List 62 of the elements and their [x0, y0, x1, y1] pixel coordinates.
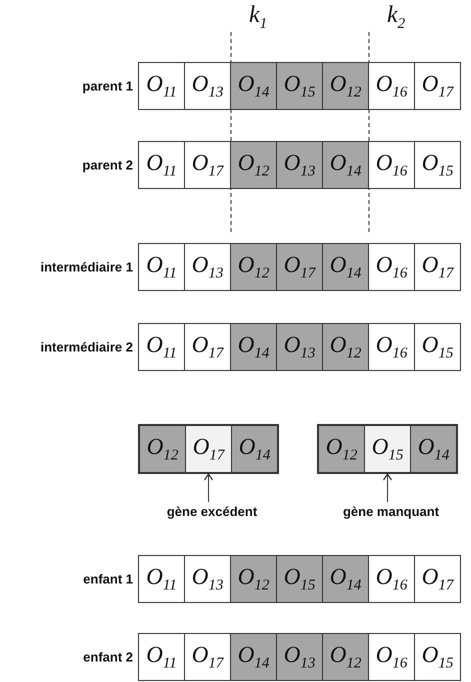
- row-label: parent 1: [82, 78, 133, 94]
- gene-cell: O$_{16}$: [368, 243, 415, 291]
- gene-cell: O$_{14}$: [231, 425, 278, 473]
- cut-point-label: k$_{2}$: [387, 2, 406, 33]
- row-label: intermédiaire 2: [40, 340, 133, 354]
- gene-cell: O$_{16}$: [368, 633, 415, 681]
- gene-cell: O$_{14}$: [230, 633, 277, 681]
- gene-cell: O$_{12}$: [318, 425, 365, 473]
- gene-cell: O$_{15}$: [414, 633, 461, 681]
- gene-cell: O$_{14}$: [322, 555, 369, 603]
- gene-cell: O$_{17}$: [276, 243, 323, 291]
- gene-cell: O$_{13}$: [276, 141, 323, 189]
- gene-cell: O$_{15}$: [364, 425, 411, 473]
- cut-point-label: k$_{1}$: [249, 2, 268, 33]
- arrow: [382, 473, 392, 502]
- gene-cell: O$_{17}$: [185, 425, 232, 473]
- row-label: intermédiaire 1: [40, 260, 133, 274]
- gene-cell: O$_{12}$: [230, 243, 277, 291]
- gene-cell: O$_{12}$: [139, 425, 186, 473]
- gene-cell: O$_{16}$: [368, 62, 415, 110]
- gene-cell: O$_{15}$: [276, 555, 323, 603]
- gene-cell: O$_{13}$: [276, 323, 323, 371]
- gene-cell: O$_{13}$: [276, 633, 323, 681]
- row-label: enfant 1: [83, 572, 133, 586]
- chromosome-row: [139, 425, 278, 473]
- gene-cell: O$_{13}$: [184, 555, 231, 603]
- gene-cell: O$_{16}$: [368, 555, 415, 603]
- gene-cell: O$_{11}$: [138, 141, 185, 189]
- gene-cell: O$_{17}$: [414, 555, 461, 603]
- gene-cell: O$_{12}$: [322, 62, 369, 110]
- gene-cell: O$_{11}$: [138, 243, 185, 291]
- row-label: parent 2: [82, 158, 133, 172]
- chromosome-row: [318, 425, 457, 473]
- gene-cell: O$_{17}$: [184, 633, 231, 681]
- gene-cell: O$_{11}$: [138, 633, 185, 681]
- annotation-text: gène excédent: [166, 504, 258, 519]
- annotation-text: gène manquant: [342, 504, 440, 519]
- gene-cell: O$_{12}$: [230, 141, 277, 189]
- gene-cell: O$_{17}$: [184, 141, 231, 189]
- gene-cell: O$_{14}$: [322, 243, 369, 291]
- gene-cell: O$_{12}$: [230, 555, 277, 603]
- gene-cell: O$_{12}$: [322, 633, 369, 681]
- gene-cell: O$_{17}$: [414, 62, 461, 110]
- gene-cell: O$_{14}$: [410, 425, 457, 473]
- row-label: enfant 2: [83, 650, 133, 664]
- gene-cell: O$_{17}$: [184, 323, 231, 371]
- gene-cell: O$_{15}$: [414, 141, 461, 189]
- gene-cell: O$_{16}$: [368, 323, 415, 371]
- gene-cell: O$_{17}$: [414, 243, 461, 291]
- gene-cell: O$_{13}$: [184, 62, 231, 110]
- gene-cell: O$_{16}$: [368, 141, 415, 189]
- gene-cell: O$_{12}$: [322, 323, 369, 371]
- arrow: [204, 473, 214, 502]
- gene-cell: O$_{14}$: [230, 323, 277, 371]
- gene-cell: O$_{11}$: [138, 323, 185, 371]
- gene-cell: O$_{14}$: [230, 62, 277, 110]
- gene-cell: O$_{15}$: [276, 62, 323, 110]
- gene-cell: O$_{11}$: [138, 62, 185, 110]
- gene-cell: O$_{15}$: [414, 323, 461, 371]
- gene-cell: O$_{13}$: [184, 243, 231, 291]
- gene-cell: O$_{11}$: [138, 555, 185, 603]
- gene-cell: O$_{14}$: [322, 141, 369, 189]
